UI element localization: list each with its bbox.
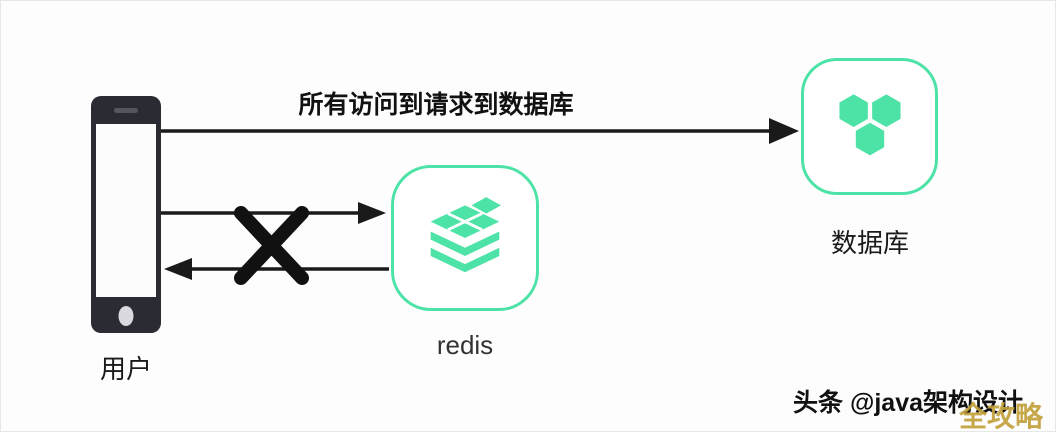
redis-label: redis bbox=[436, 330, 494, 360]
phone-speaker bbox=[114, 108, 138, 113]
watermark-stamp: 全攻略 bbox=[958, 401, 1043, 432]
flow-label: 所有访问到请求到数据库 bbox=[298, 91, 574, 119]
redis-stack-icon bbox=[391, 165, 539, 311]
arrow-user-to-database bbox=[161, 118, 799, 144]
arrow-user-to-redis bbox=[161, 202, 386, 224]
database-hexagons-icon bbox=[801, 58, 938, 195]
watermark: 头条 @java架构设计 全攻略 bbox=[783, 383, 1043, 431]
user-label: 用户 bbox=[99, 354, 153, 384]
x-mark-icon bbox=[234, 206, 309, 285]
database-hexagons-glyph bbox=[838, 93, 901, 155]
database-label: 数据库 bbox=[830, 228, 910, 258]
arrow-redis-to-user bbox=[164, 258, 389, 280]
phone-home-button bbox=[118, 306, 134, 326]
phone-screen bbox=[96, 124, 156, 297]
smartphone-icon bbox=[91, 96, 161, 333]
redis-stack-glyph bbox=[430, 197, 501, 273]
watermark-text: 头条 @java架构设计 bbox=[793, 389, 1023, 417]
